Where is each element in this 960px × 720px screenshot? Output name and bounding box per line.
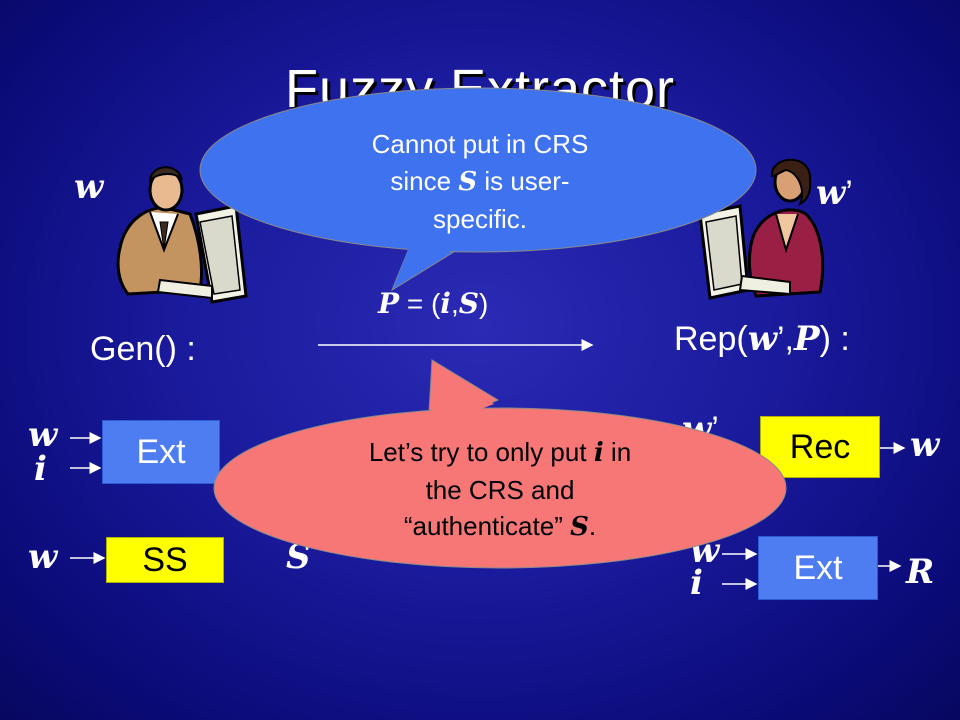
right-ext-input-i: i [690, 563, 703, 603]
callout-top-line3: specific. [433, 203, 527, 234]
callout-top: Cannot put in CRS since S is user- speci… [220, 112, 740, 252]
callout-bottom-line1: Let’s try to only put i in [368, 436, 632, 468]
rep-procedure-label: Rep(w’,P) : [674, 319, 850, 359]
left-ss-box: SS [106, 537, 224, 583]
callout-top-line2: since S is user- [390, 166, 570, 198]
rec-output-w: w [910, 425, 940, 465]
left-ext-input-w: w [28, 415, 58, 455]
left-ss-input-w: w [28, 537, 58, 577]
left-ext-box: Ext [102, 420, 220, 484]
sender-input-w: w [74, 167, 104, 207]
callout-top-line1: Cannot put in CRS [371, 129, 589, 160]
left-ext-input-i: i [34, 449, 47, 489]
gen-procedure-label: Gen() : [90, 330, 196, 368]
callout-bottom: Let’s try to only put i in the CRS and “… [240, 420, 760, 560]
callout-bottom-line2: the CRS and [425, 474, 575, 505]
receiver-input-w-prime: w’ [816, 173, 853, 213]
callout-bottom-line3: “authenticate” S. [403, 511, 597, 543]
right-ext-output-r: R [906, 552, 935, 592]
rec-box: Rec [760, 416, 880, 478]
right-ext-box: Ext [758, 536, 878, 600]
transmission-label: P = (i,S) [378, 287, 489, 320]
